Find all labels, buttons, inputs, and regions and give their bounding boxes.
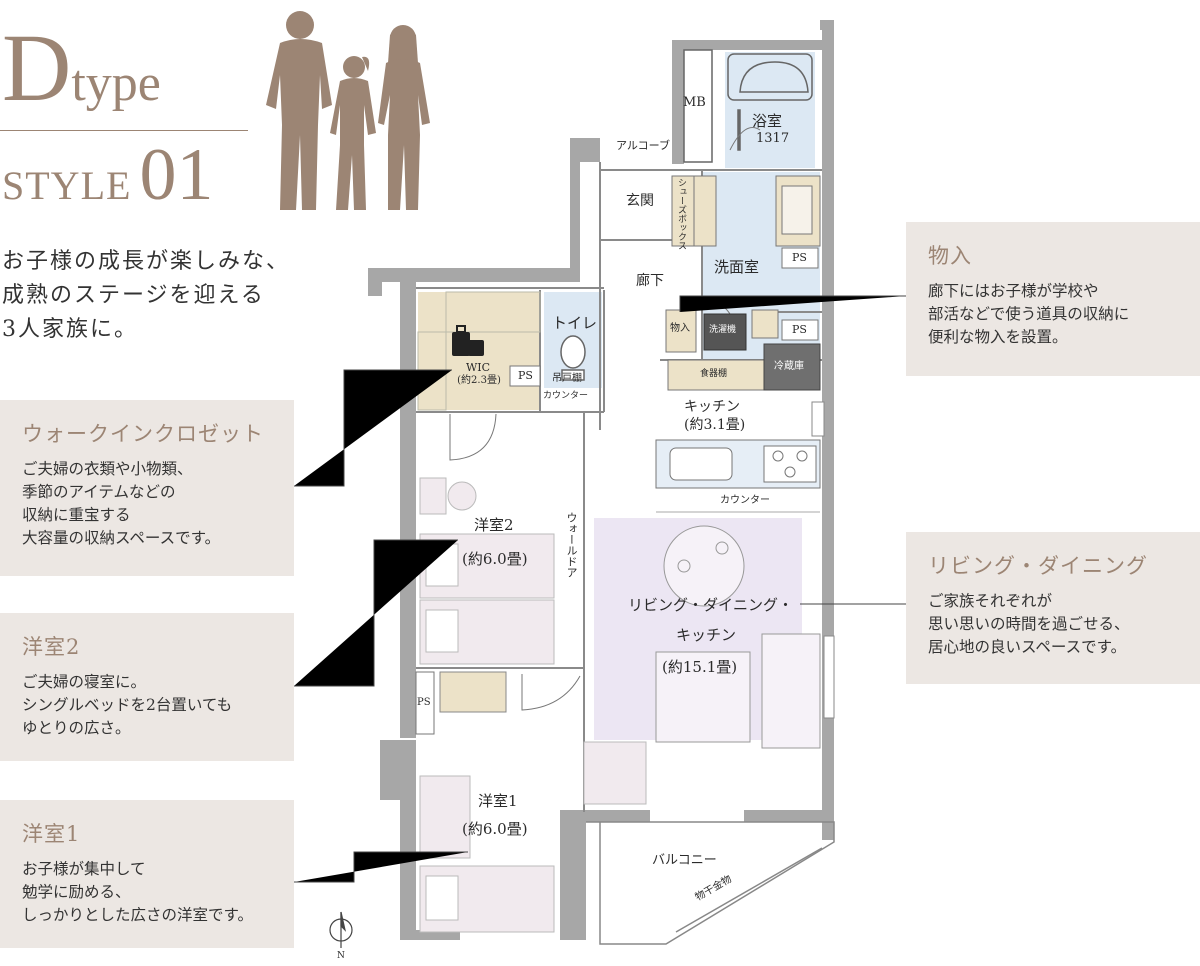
label-north: N <box>337 951 345 961</box>
label-cupboard: 食器棚 <box>700 369 728 379</box>
living-info-box: リビング・ダイニング ご家族それぞれが 思い思いの時間を過ごせる、 居心地の良い… <box>906 532 1200 684</box>
room1-info-box: 洋室1 お子様が集中して 勉学に励める、 しっかりとした広さの洋室です。 <box>0 800 294 948</box>
title-rule <box>0 130 248 131</box>
label-counter-small: カウンター <box>543 391 589 401</box>
label-ps-1: PS <box>792 251 807 264</box>
label-balcony: バルコニー <box>652 853 717 868</box>
room1-info-line: しっかりとした広さの洋室です。 <box>22 906 253 924</box>
type-letter: D <box>2 14 71 121</box>
style-number: 01 <box>139 134 214 216</box>
wic-info-line: 季節のアイテムなどの <box>22 483 176 501</box>
north-arrow-icon <box>329 911 353 948</box>
room1-info-line: 勉学に励める、 <box>22 883 131 901</box>
room1-door <box>521 674 581 711</box>
label-wic: WIC <box>465 361 491 374</box>
label-ldk-line1: リビング・ダイニング・ <box>628 596 794 614</box>
wic-info-title: ウォークインクロゼット <box>22 422 264 446</box>
label-ldk-line2: キッチン <box>676 626 737 644</box>
living-info-line: ご家族それぞれが <box>928 592 1053 610</box>
room2-info-line: シングルベッドを2台置いても <box>22 696 233 714</box>
wic-info-line: 収納に重宝する <box>22 506 131 524</box>
label-wic-size: (約2.3畳) <box>457 375 501 386</box>
room1-closet <box>439 671 507 713</box>
storage-info-line: 便利な物入を設置。 <box>928 328 1068 346</box>
mb-closet <box>683 49 713 163</box>
wic-info-line: ご夫婦の衣類や小物類、 <box>22 460 193 478</box>
kitchen-counter <box>655 439 821 513</box>
ps-boxes <box>415 247 819 735</box>
room2-info-box: 洋室2 ご夫婦の寝室に。 シングルベッドを2台置いても ゆとりの広さ。 <box>0 613 294 761</box>
label-alcove: アルコーブ <box>616 139 671 152</box>
living-info-line: 思い思いの時間を過ごせる、 <box>928 615 1130 633</box>
storage-info-line: 廊下にはお子様が学校や <box>928 282 1099 300</box>
lead-text: お子様の成長が楽しみな、 成熟のステージを迎える 3人家族に。 <box>2 245 290 347</box>
label-hanging-shelf: 吊戸棚 <box>552 373 582 384</box>
room1-furniture <box>419 741 647 933</box>
luggage-icon <box>452 325 484 356</box>
label-ps-2: PS <box>792 323 807 336</box>
living-info-title: リビング・ダイニング <box>928 554 1148 578</box>
label-room2-size: (約6.0畳) <box>462 550 528 568</box>
lead-line: お子様の成長が楽しみな、 <box>2 249 291 274</box>
label-kitchen-size: (約3.1畳) <box>684 417 746 433</box>
room2-info-line: ゆとりの広さ。 <box>22 719 131 737</box>
wic-info-box: ウォークインクロゼット ご夫婦の衣類や小物類、 季節のアイテムなどの 収納に重宝… <box>0 400 294 576</box>
label-room2: 洋室2 <box>474 516 514 534</box>
lead-line: 成熟のステージを迎える <box>2 283 265 308</box>
storage-info-line: 部活などで使う道具の収納に <box>928 305 1130 323</box>
style-word: STYLE <box>2 163 132 208</box>
label-room1-size: (約6.0畳) <box>462 820 528 838</box>
label-bath: 浴室 <box>752 112 783 130</box>
fridge <box>763 343 821 391</box>
hall-storage <box>665 309 697 353</box>
leader-lines <box>294 295 906 883</box>
lead-line: 3人家族に。 <box>2 317 138 342</box>
ldk-furniture <box>655 525 821 749</box>
balcony <box>586 821 835 945</box>
label-entrance: 玄関 <box>626 193 654 209</box>
label-toilet: トイレ <box>552 314 598 332</box>
label-ldk-size: (約15.1畳) <box>662 658 738 676</box>
room1-info-title: 洋室1 <box>22 822 81 846</box>
label-bath-size: 1317 <box>756 131 790 146</box>
label-kitchen: キッチン <box>684 399 740 415</box>
bathtub <box>727 53 813 151</box>
wic-info-line: 大容量の収納スペースです。 <box>22 529 221 547</box>
label-ps-room1: PS <box>417 697 431 708</box>
type-word: type <box>71 55 161 112</box>
label-wall-door: ウォールドア <box>565 512 578 578</box>
label-room1: 洋室1 <box>478 792 518 810</box>
room2-furniture <box>419 477 555 665</box>
label-hallway: 廊下 <box>636 273 664 289</box>
cupboard <box>667 359 765 391</box>
label-counter: カウンター <box>720 495 770 506</box>
shoebox <box>671 175 717 247</box>
storage-info-title: 物入 <box>928 244 972 268</box>
label-mb: MB <box>683 95 706 110</box>
room2-info-line: ご夫婦の寝室に。 <box>22 673 147 691</box>
wash-counter <box>775 175 821 247</box>
toilet-fixture <box>560 335 586 381</box>
label-washer: 洗濯機 <box>709 325 737 335</box>
walls <box>368 20 835 940</box>
room2-door <box>449 413 497 461</box>
living-info-line: 居心地の良いスペースです。 <box>928 638 1127 656</box>
storage-info-box: 物入 廊下にはお子様が学校や 部活などで使う道具の収納に 便利な物入を設置。 <box>906 222 1200 376</box>
type-title: Dtype <box>2 20 161 116</box>
family-silhouette-icon <box>266 11 430 210</box>
label-washroom: 洗面室 <box>714 258 760 276</box>
washer <box>703 313 747 351</box>
room2-info-title: 洋室2 <box>22 635 81 659</box>
label-shoebox: シューズボックス <box>676 178 686 250</box>
room1-info-line: お子様が集中して <box>22 860 146 878</box>
label-ps-wic: PS <box>518 369 533 382</box>
washer-side <box>751 309 779 339</box>
washroom-door-swing <box>729 127 761 151</box>
label-storage: 物入 <box>670 323 690 334</box>
label-fridge: 冷蔵庫 <box>774 361 804 372</box>
